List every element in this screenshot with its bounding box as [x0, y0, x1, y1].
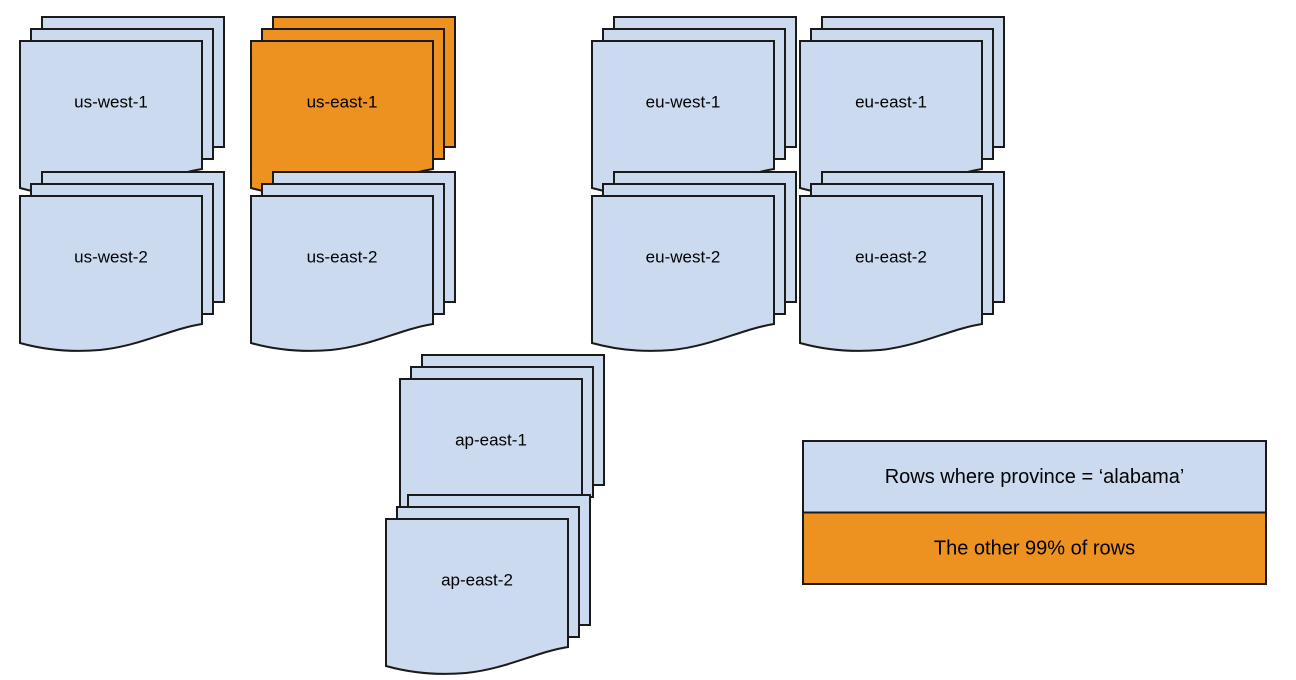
- legend-row-legend-orange: The other 99% of rows: [802, 511, 1267, 585]
- document-stack-eu-east-2[interactable]: eu-east-2: [799, 171, 1005, 352]
- stack-layer-front: [799, 195, 983, 352]
- legend-row-legend-blue: Rows where province = ‘alabama’: [802, 440, 1267, 514]
- legend-swatch: [802, 440, 1267, 514]
- stack-group: us-west-1 us-east-1 eu-west-1 eu-east-1 us-w…: [19, 16, 1005, 675]
- stack-label: eu-west-2: [646, 247, 721, 266]
- document-stack-eu-east-1[interactable]: eu-east-1: [799, 16, 1005, 197]
- document-stack-eu-west-1[interactable]: eu-west-1: [591, 16, 797, 197]
- stack-label: us-east-1: [307, 92, 378, 111]
- document-stack-ap-east-2[interactable]: ap-east-2: [385, 494, 591, 675]
- legend-label: Rows where province = ‘alabama’: [885, 466, 1185, 488]
- stack-layer-front: [19, 195, 203, 352]
- legend: Rows where province = ‘alabama’ The other…: [802, 440, 1267, 585]
- stack-label: eu-east-1: [855, 92, 927, 111]
- stack-label: us-east-2: [307, 247, 378, 266]
- stack-label: us-west-1: [74, 92, 148, 111]
- stack-layer-front: [385, 518, 569, 675]
- stack-layer-front: [250, 195, 434, 352]
- document-stack-eu-west-2[interactable]: eu-west-2: [591, 171, 797, 352]
- stack-label: us-west-2: [74, 247, 148, 266]
- document-stack-us-east-2[interactable]: us-east-2: [250, 171, 456, 352]
- stack-label: ap-east-1: [455, 430, 527, 449]
- legend-label: The other 99% of rows: [934, 538, 1135, 560]
- stack-layer-front: [591, 195, 775, 352]
- stack-label: eu-east-2: [855, 247, 927, 266]
- stack-label: ap-east-2: [441, 570, 513, 589]
- document-stack-us-west-2[interactable]: us-west-2: [19, 171, 225, 352]
- document-stack-ap-east-1[interactable]: ap-east-1: [399, 354, 605, 535]
- stack-label: eu-west-1: [646, 92, 721, 111]
- legend-swatch: [802, 511, 1267, 585]
- document-stack-us-east-1[interactable]: us-east-1: [250, 16, 456, 197]
- document-stack-us-west-1[interactable]: us-west-1: [19, 16, 225, 197]
